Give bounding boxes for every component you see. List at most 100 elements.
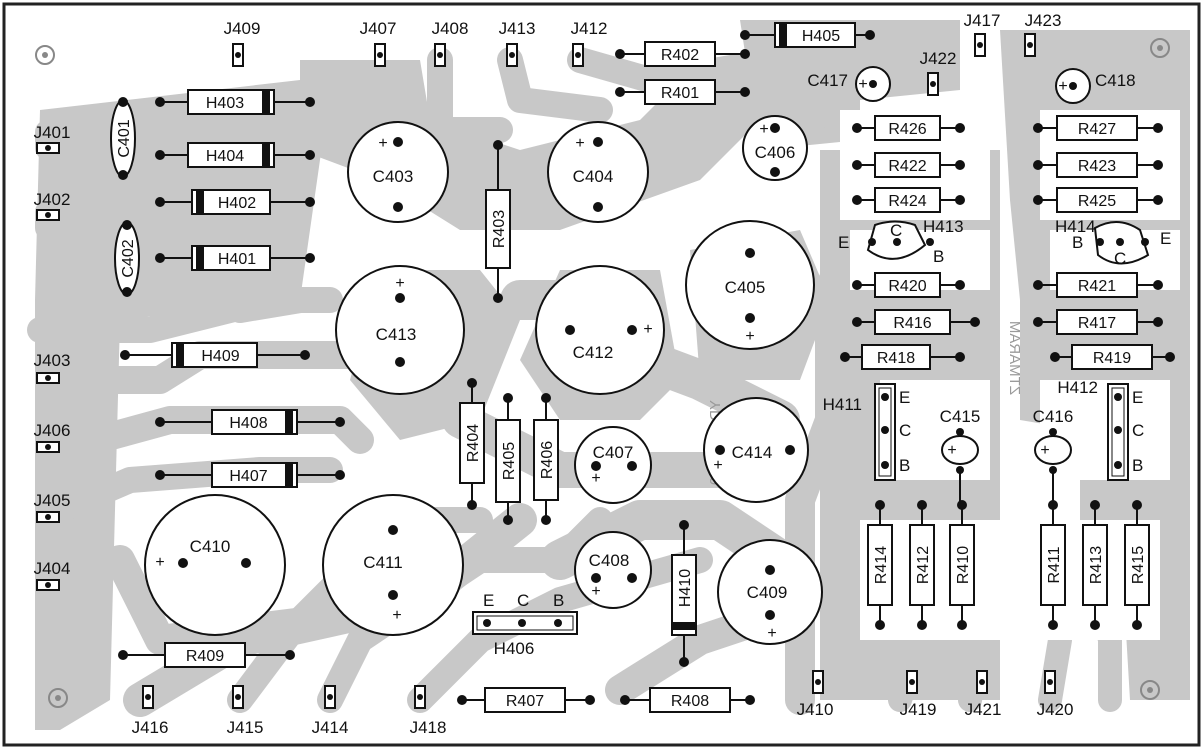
resistor-r404: R404 <box>459 383 485 505</box>
resistor-r414: R414 <box>867 505 893 625</box>
capacitor-label: C407 <box>593 443 634 462</box>
resistor-r406: R406 <box>533 398 559 520</box>
resistor-r408: R408 <box>625 687 750 713</box>
mounting-hole <box>35 45 55 65</box>
polarity-mark: + <box>575 135 584 152</box>
resistor-label: R424 <box>888 193 926 210</box>
solder-pad <box>1116 238 1124 246</box>
solder-pad <box>770 167 780 177</box>
diode-label: H407 <box>229 468 267 485</box>
polarity-mark: + <box>591 583 600 600</box>
solder-pad <box>467 500 477 510</box>
solder-pad <box>155 253 165 263</box>
solder-pad <box>955 352 965 362</box>
solder-pad <box>305 97 315 107</box>
solder-pad <box>1090 500 1100 510</box>
solder-pad <box>865 30 875 40</box>
solder-pad <box>852 123 862 133</box>
solder-pad <box>881 461 889 469</box>
solder-pad <box>930 81 936 87</box>
mounting-hole <box>55 695 61 701</box>
polarity-mark: + <box>759 121 768 138</box>
capacitor-c415: +C415 <box>940 407 980 505</box>
resistor-label: R403 <box>491 210 508 248</box>
capacitor-label: C412 <box>573 343 614 362</box>
solder-pad <box>45 444 51 450</box>
solder-pad <box>305 253 315 263</box>
solder-pad <box>155 417 165 427</box>
solder-pad <box>541 393 551 403</box>
solder-pad <box>235 694 241 700</box>
resistor-r427: R427 <box>1038 115 1158 141</box>
pin-label: C <box>517 591 529 610</box>
capacitor-c407: +C407 <box>574 426 652 504</box>
diode-label: H402 <box>218 195 256 212</box>
solder-pad <box>1153 317 1163 327</box>
jack-label: J423 <box>1025 11 1062 30</box>
resistor-r403: R403 <box>485 145 511 298</box>
mounting-hole <box>42 52 48 58</box>
resistor-label: R408 <box>671 693 709 710</box>
solder-pad <box>591 573 601 583</box>
resistor-label: R402 <box>661 47 699 64</box>
resistor-label: R418 <box>877 350 915 367</box>
resistor-label: R412 <box>915 546 932 584</box>
solder-pad <box>875 620 885 630</box>
resistor-r419: R419 <box>1055 344 1170 370</box>
capacitor-label: C418 <box>1095 71 1136 90</box>
jack-label: J403 <box>34 351 71 370</box>
solder-pad <box>120 350 130 360</box>
solder-pad <box>679 657 689 667</box>
solder-pad <box>305 197 315 207</box>
solder-pad <box>122 287 132 297</box>
solder-pad <box>393 202 403 212</box>
solder-pad <box>745 695 755 705</box>
capacitor-c414: +C414 <box>703 397 809 503</box>
solder-pad <box>745 313 755 323</box>
resistor-r421: R421 <box>1038 272 1158 298</box>
jack-label: J421 <box>965 700 1002 719</box>
jack-label: J418 <box>410 718 447 737</box>
solder-pad <box>1096 238 1104 246</box>
resistor-label: R409 <box>186 648 224 665</box>
capacitor-c406: + C406 <box>742 115 808 181</box>
solder-pad <box>493 140 503 150</box>
solder-pad <box>388 525 398 535</box>
solder-pad <box>285 650 295 660</box>
jack-label: J414 <box>312 718 349 737</box>
solder-pad <box>554 619 562 627</box>
diode-label: H403 <box>206 95 244 112</box>
resistor-r402: R402 <box>620 41 745 67</box>
capacitor-label: C406 <box>755 143 796 162</box>
capacitor-c405: +C405 <box>685 220 815 350</box>
pin-label: B <box>553 591 564 610</box>
solder-pad <box>868 238 876 246</box>
capacitor-label: C403 <box>373 167 414 186</box>
diode-label: H405 <box>802 28 840 45</box>
transistor-label: H413 <box>923 217 964 236</box>
jack-label: J408 <box>432 19 469 38</box>
solder-pad <box>483 619 491 627</box>
solder-pad <box>503 393 513 403</box>
capacitor-c409: +C409 <box>717 539 823 645</box>
diode-h407: H407 <box>160 462 340 488</box>
solder-pad <box>155 150 165 160</box>
capacitor-c404: +C404 <box>547 121 649 223</box>
capacitor-c416: +C416 <box>1033 407 1073 505</box>
solder-pad <box>881 393 889 401</box>
diode-h403: H403 <box>160 89 310 115</box>
resistor-label: R421 <box>1078 278 1116 295</box>
resistor-label: R422 <box>888 158 926 175</box>
capacitor-label: C413 <box>376 325 417 344</box>
solder-pad <box>852 195 862 205</box>
resistor-r410: R410 <box>949 505 975 625</box>
solder-pad <box>875 500 885 510</box>
solder-pad <box>1050 352 1060 362</box>
solder-pad <box>417 694 423 700</box>
solder-pad <box>467 378 477 388</box>
solder-pad <box>593 202 603 212</box>
solder-pad <box>145 694 151 700</box>
solder-pad <box>178 558 188 568</box>
solder-pad <box>840 352 850 362</box>
